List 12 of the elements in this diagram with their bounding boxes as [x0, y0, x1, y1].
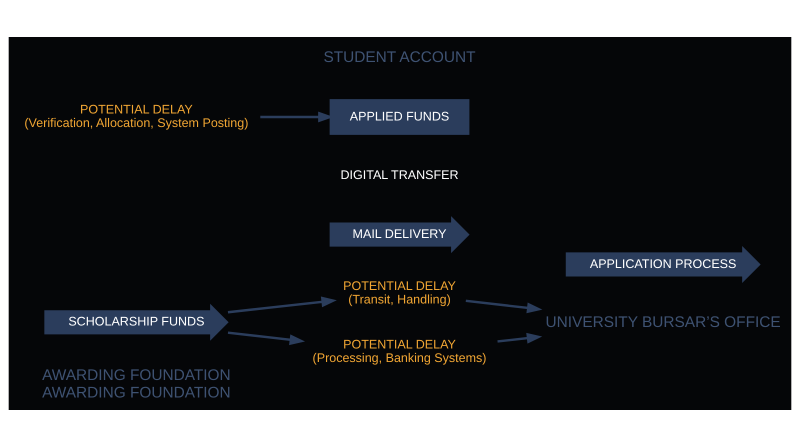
node-text: POTENTIAL DELAY (Verification, Allocation, System Posting)	[24, 102, 248, 130]
arrow	[228, 331, 306, 346]
node-text: DIGITAL TRANSFER	[340, 168, 459, 182]
arrow	[466, 300, 542, 314]
node-text: POTENTIAL DELAY (Processing, Banking Systems)	[312, 338, 486, 366]
node-box: APPLIED FUNDS	[330, 99, 470, 135]
node-text: STUDENT ACCOUNT	[323, 48, 476, 66]
node-text: UNIVERSITY BURSAR’S OFFICE	[546, 314, 781, 331]
arrow	[497, 332, 542, 344]
arrow	[228, 296, 337, 314]
node-text: POTENTIAL DELAY (Transit, Handling)	[343, 278, 456, 306]
node-text: AWARDING FOUNDATION AWARDING FOUNDATION	[42, 366, 231, 402]
